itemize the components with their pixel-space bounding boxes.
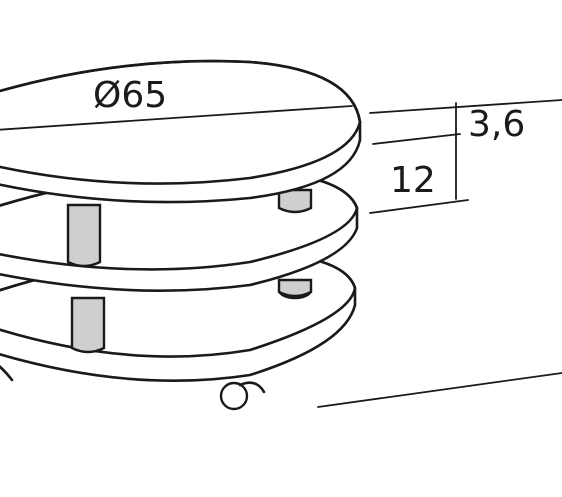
caster-wheel xyxy=(219,381,266,411)
top-thickness-label: 3,6 xyxy=(468,104,525,145)
upper-legs xyxy=(66,188,313,268)
top-shelf xyxy=(0,59,362,204)
caster-wheel-partial xyxy=(0,365,14,382)
dimension-lines xyxy=(317,99,562,408)
diameter-line xyxy=(0,105,353,131)
lower-legs xyxy=(70,278,313,354)
diameter-label: Ø65 xyxy=(93,75,167,116)
shelf-gap-label: 12 xyxy=(390,160,436,201)
